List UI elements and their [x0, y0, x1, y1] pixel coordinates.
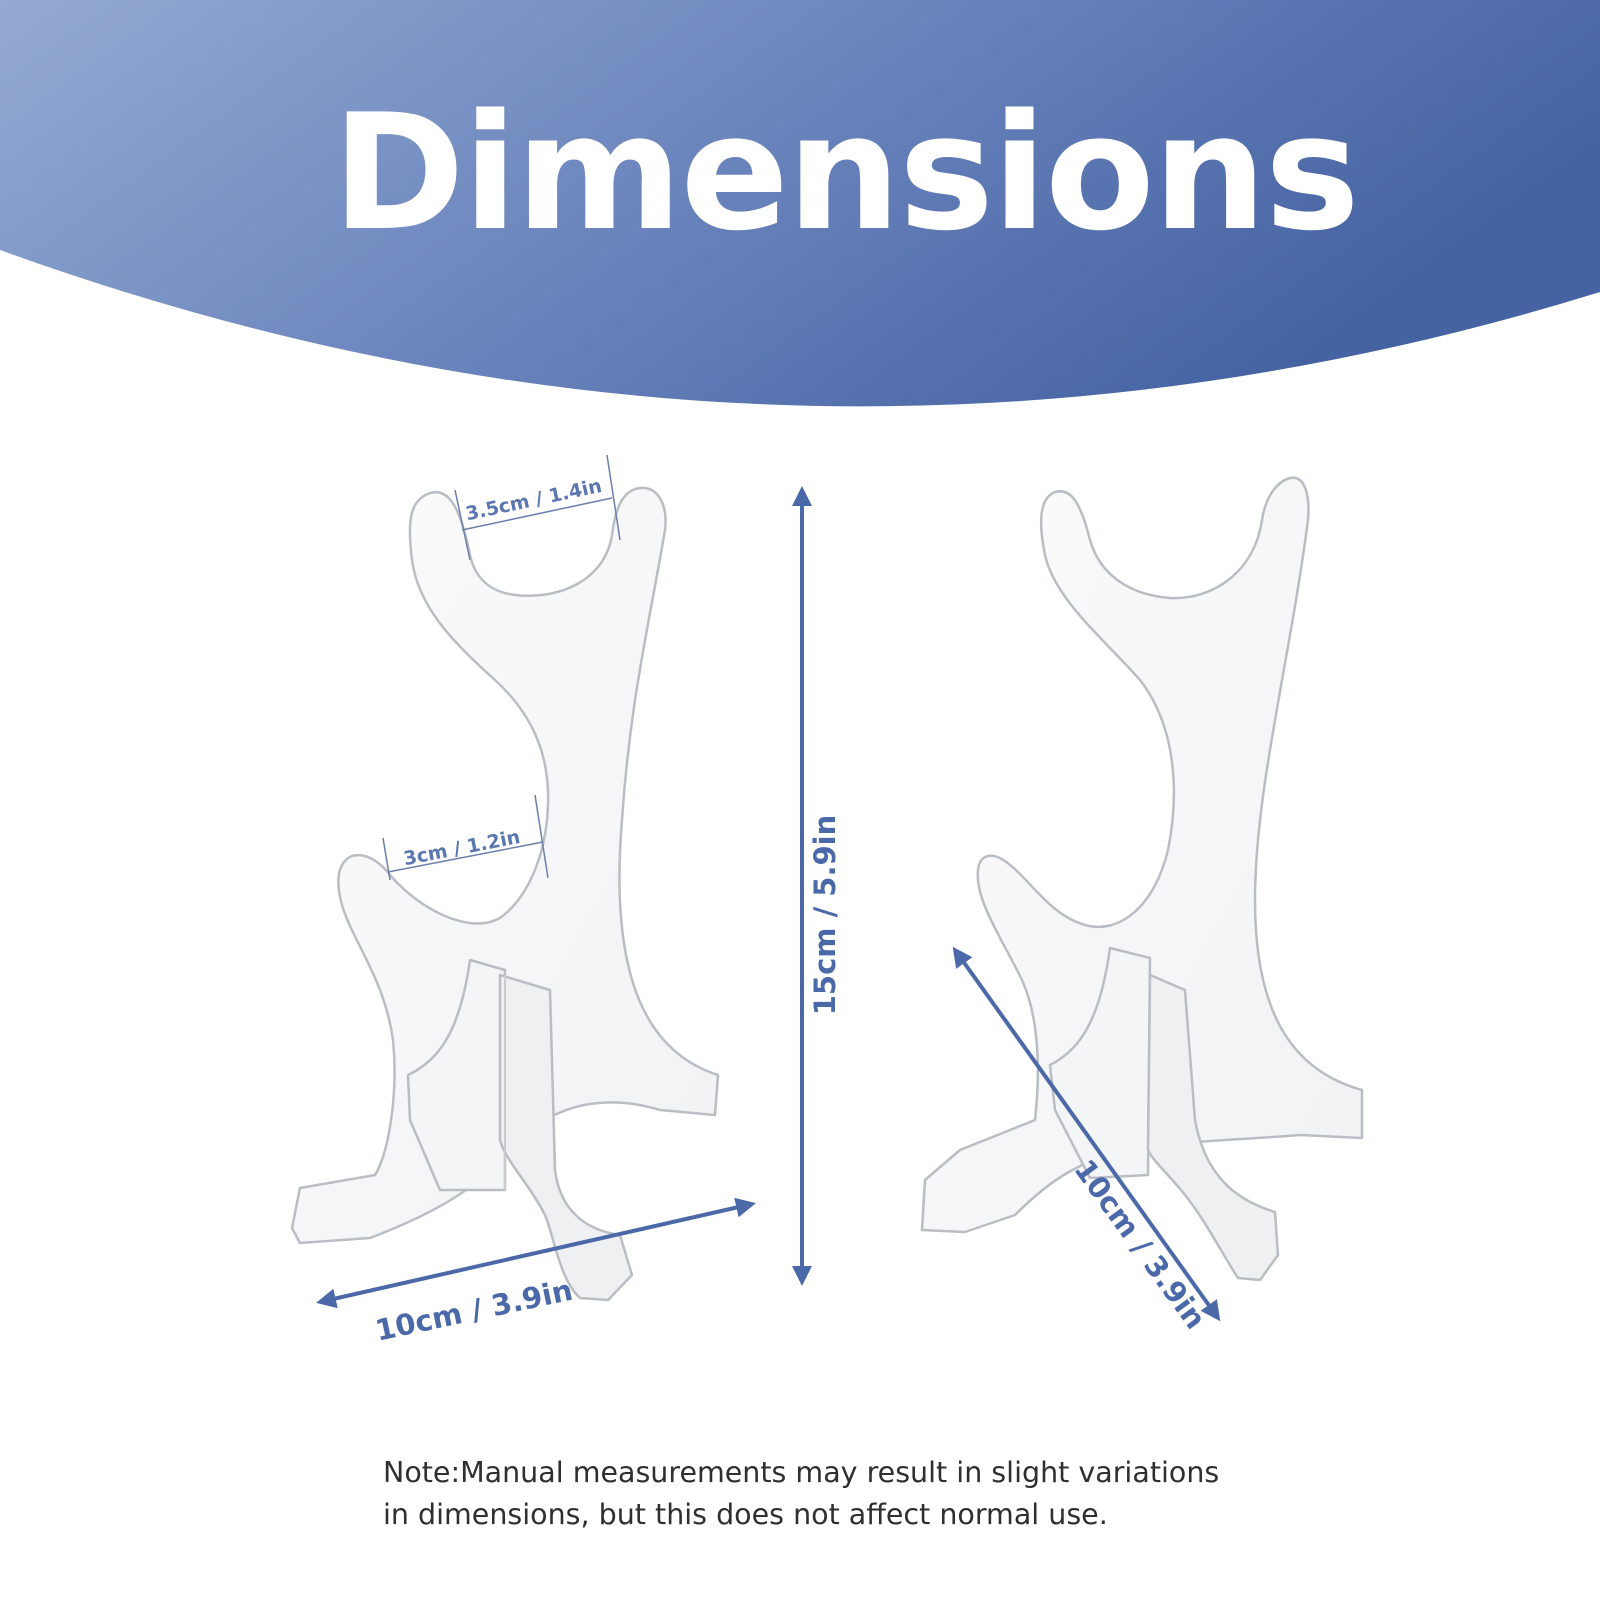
lower-opening-label: 3cm / 1.2in: [402, 826, 522, 870]
top-opening-extension-right: [606, 454, 621, 541]
top-opening-label: 3.5cm / 1.4in: [464, 475, 604, 525]
top-opening-dimension-line: [461, 497, 613, 531]
header-banner: Dimensions: [0, 0, 1600, 407]
stand-front-view: [290, 486, 720, 1302]
stand-side-view: [920, 476, 1364, 1282]
dimension-height: 15cm / 5.9in: [792, 486, 842, 1286]
lower-opening-extension-right: [534, 794, 549, 879]
stand-front-cross-panel: [406, 958, 507, 1192]
lower-opening-extension-left: [382, 837, 391, 881]
note-line-2: in dimensions, but this does not affect …: [383, 1498, 1108, 1531]
stand-side-main-panel: [920, 476, 1364, 1234]
stand-front-main-panel: [290, 486, 720, 1245]
measurement-note: Note:Manual measurements may result in s…: [383, 1452, 1383, 1536]
base-depth-arrow: [952, 946, 1221, 1322]
dimension-top-opening: 3.5cm / 1.4in: [454, 454, 621, 561]
page-title: Dimensions: [332, 79, 1358, 266]
base-width-arrow: [316, 1197, 756, 1309]
banner-shape: [0, 0, 1600, 407]
note-line-1: Note:Manual measurements may result in s…: [383, 1456, 1220, 1489]
dimension-lower-opening: 3cm / 1.2in: [382, 794, 549, 881]
lower-opening-dimension-line: [387, 841, 544, 873]
top-opening-extension-left: [454, 489, 471, 561]
height-label: 15cm / 5.9in: [808, 815, 842, 1016]
